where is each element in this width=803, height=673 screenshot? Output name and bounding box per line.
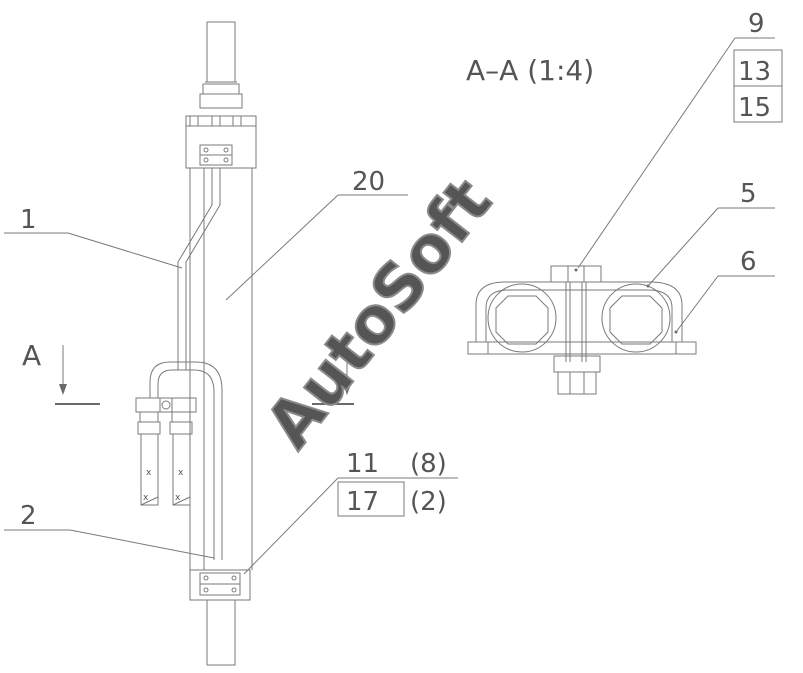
callout-17: 17: [346, 487, 379, 517]
callout-9: 9: [748, 9, 765, 39]
section-title: A–A (1:4): [466, 54, 594, 87]
callout-17-qty: (2): [410, 487, 447, 517]
svg-text:x: x: [175, 493, 181, 503]
callout-6: 6: [740, 247, 757, 277]
main-assembly: x x x x: [55, 21, 354, 666]
section-marker-label: A: [22, 339, 41, 372]
callout-1: 1: [20, 205, 37, 235]
callout-2: 2: [20, 501, 37, 531]
callout-11-qty: (8): [410, 449, 447, 479]
watermark: AutoSoft: [252, 166, 506, 462]
callout-20: 20: [352, 167, 385, 197]
svg-text:x: x: [143, 493, 149, 503]
callout-11: 11: [346, 449, 379, 479]
svg-text:x: x: [178, 468, 184, 478]
section-view-aa: [467, 265, 697, 395]
callout-13: 13: [738, 57, 771, 87]
svg-text:x: x: [146, 468, 152, 478]
callout-5: 5: [740, 179, 757, 209]
leader-lines: [4, 37, 783, 575]
callout-15: 15: [738, 93, 771, 123]
